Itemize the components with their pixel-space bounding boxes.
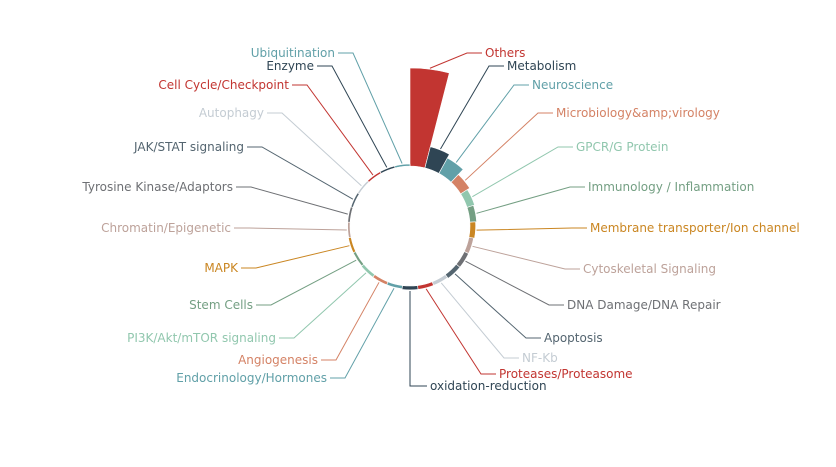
slice-label: Ubiquitination (251, 46, 335, 60)
slice-label: Angiogenesis (238, 353, 318, 367)
slice-label: Microbiology&amp;virology (556, 106, 720, 120)
label-line (472, 245, 580, 270)
slice-label: JAK/STAT signaling (133, 140, 244, 154)
label-line (236, 186, 348, 215)
slice-label: Cell Cycle/Checkpoint (158, 78, 289, 92)
slice-label: Chromatin/Epigenetic (101, 221, 231, 235)
label-line (234, 227, 347, 231)
slice-pi3k-akt-mtor-signaling[interactable] (360, 263, 376, 278)
label-line (317, 65, 388, 168)
slice-label: Membrane transporter/Ion channel (590, 221, 800, 235)
slice-label: Neuroscience (532, 78, 613, 92)
slice-neuroscience[interactable] (438, 157, 464, 183)
slice-endocrinology-hormones[interactable] (386, 281, 403, 290)
label-line (465, 260, 564, 306)
slice-chromatin-epigenetic[interactable] (347, 221, 352, 239)
slice-label: Proteases/Proteasome (499, 367, 633, 381)
label-line (247, 146, 354, 200)
label-line (256, 259, 357, 306)
slice-label: NF-Kb (522, 351, 558, 365)
slice-oxidation-reduction[interactable] (401, 285, 419, 291)
slice-mapk[interactable] (348, 236, 357, 254)
slice-label: Metabolism (507, 59, 576, 73)
slice-microbiologyandvirology[interactable] (450, 174, 471, 195)
slice-label: Cytoskeletal Signaling (583, 262, 716, 276)
label-line (440, 282, 519, 359)
slice-ubiquitination[interactable] (394, 163, 411, 169)
slice-stem-cells[interactable] (352, 251, 365, 267)
slice-cytoskeletal-signaling[interactable] (463, 236, 474, 254)
label-line (321, 282, 380, 361)
label-line (409, 290, 427, 387)
label-line (338, 52, 403, 164)
slice-label: Endocrinology/Hormones (176, 371, 327, 385)
slice-tyrosine-kinase-adaptors[interactable] (347, 206, 354, 223)
label-line (472, 146, 573, 198)
slice-label: Apoptosis (544, 331, 603, 345)
slice-metabolism[interactable] (424, 146, 450, 174)
slice-label: GPCR/G Protein (576, 140, 668, 154)
label-line (425, 288, 496, 375)
slice-membrane-transporter-ion-channel[interactable] (468, 221, 476, 239)
slice-label: Tyrosine Kinase/Adaptors (81, 180, 233, 194)
slice-label: DNA Damage/DNA Repair (567, 298, 721, 312)
slice-apoptosis[interactable] (444, 263, 461, 279)
label-line (464, 112, 553, 181)
slice-label: PI3K/Akt/mTOR signaling (127, 331, 276, 345)
slice-label: Immunology / Inflammation (588, 180, 754, 194)
slice-immunology-inflammation[interactable] (466, 204, 477, 223)
label-line (476, 227, 587, 231)
slice-label: MAPK (204, 261, 239, 275)
slice-dna-damage-dna-repair[interactable] (455, 251, 469, 268)
slice-gpcr-g-protein[interactable] (460, 189, 475, 208)
slice-enzyme[interactable] (379, 165, 396, 174)
label-line (330, 288, 395, 379)
slice-label: Enzyme (266, 59, 314, 73)
slice-jak-stat-signaling[interactable] (350, 192, 360, 208)
label-line (279, 272, 367, 339)
label-line (454, 273, 541, 339)
label-line (455, 84, 529, 163)
slice-label: Others (485, 46, 525, 60)
label-line (292, 84, 374, 176)
slice-cell-cycle-checkpoint[interactable] (367, 171, 382, 183)
label-line (429, 52, 482, 69)
label-line (476, 186, 585, 214)
slice-angiogenesis[interactable] (372, 274, 389, 286)
slice-label: oxidation-reduction (430, 379, 547, 393)
slice-others[interactable] (409, 67, 450, 169)
slice-nf-kb[interactable] (431, 274, 449, 286)
label-line (440, 65, 504, 150)
slice-autophagy[interactable] (357, 180, 370, 195)
slice-label: Stem Cells (189, 298, 253, 312)
label-line (267, 112, 362, 187)
label-line (241, 245, 350, 269)
slice-label: Autophagy (199, 106, 264, 120)
slice-proteases-proteasome[interactable] (417, 281, 434, 290)
